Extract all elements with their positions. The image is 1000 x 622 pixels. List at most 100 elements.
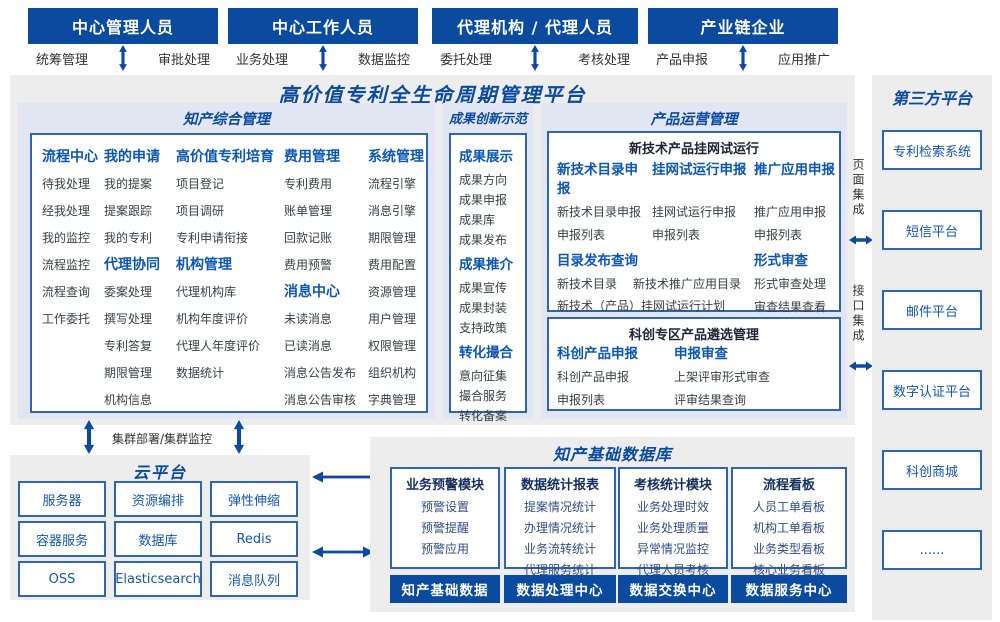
module-items: 人员工单看板机构工单看板业务类型看板核心业务看板	[733, 497, 845, 581]
group-header: 代理协同	[104, 257, 160, 273]
menu-item: 核心业务看板	[752, 563, 825, 577]
menu-item: 机构年度评价	[176, 312, 249, 326]
menu-item: 成果宣传	[459, 281, 508, 295]
page-integration-label: 页面集成	[851, 158, 865, 218]
menu-item: 专利费用	[284, 177, 333, 191]
menu-item: 人员工单看板	[752, 500, 825, 514]
menu-group: 申报审查 上架评审形式审查评审结果查询	[674, 343, 814, 412]
menu-item: 消息公告审核	[284, 393, 357, 407]
menu-item: 机构信息	[104, 393, 153, 407]
menu-item: 费用预警	[284, 258, 333, 272]
menu-item: 回款记账	[284, 231, 333, 245]
group-header: 流程中心	[42, 149, 98, 165]
box-title: 新技术产品挂网试运行	[628, 142, 759, 157]
role-right-label: 数据监控	[357, 52, 410, 68]
role-card: 中心工作人员 业务处理 数据监控	[228, 8, 418, 72]
db-module: 考核统计模块 业务处理时效业务处理质量异常情况监控代理人员考核	[618, 467, 728, 577]
menu-item: 科创产品申报	[557, 370, 630, 384]
menu-item: 我的监控	[42, 231, 91, 245]
third-party-item: 邮件平台	[882, 290, 982, 330]
role-left-label: 委托处理	[440, 52, 493, 68]
role-right-label: 审批处理	[157, 52, 210, 68]
menu-item: 我的提案	[104, 177, 153, 191]
menu-item: 代理机构库	[176, 285, 237, 299]
menu-item: 挂网试运行申报	[652, 205, 737, 219]
module-header: 流程看板	[762, 478, 815, 493]
menu-item: 申报列表	[557, 393, 606, 407]
role-right-label: 考核处理	[577, 52, 630, 68]
role-title: 代理机构 / 代理人员	[432, 8, 638, 44]
menu-item: 预警设置	[420, 500, 469, 514]
module-items: 业务处理时效业务处理质量异常情况监控代理人员考核	[620, 497, 726, 581]
group-items: 推广应用申报申报列表	[754, 201, 840, 247]
menu-item: 业务类型看板	[752, 542, 825, 556]
ip-database-panel: 知产基础数据库 业务预警模块 预警设置预警提醒预警应用 数据统计报表 提案情况统…	[370, 437, 855, 612]
menu-item: 新技术目录	[557, 277, 618, 291]
group-items: 科创产品申报申报列表	[557, 366, 667, 412]
group-items: 挂网试运行申报申报列表	[652, 201, 748, 247]
menu-item: 待我处理	[42, 177, 91, 191]
module-header: 业务预警模块	[405, 478, 484, 493]
menu-item: 转化备案	[459, 409, 508, 423]
menu-item: 形式审查处理	[754, 277, 827, 291]
box-title: 科创专区产品遴选管理	[628, 328, 759, 343]
api-integration-label: 接口集成	[851, 284, 865, 344]
left-arrow-icon	[312, 471, 374, 483]
platform-panel: 高价值专利全生命周期管理平台 知产综合管理 流程中心 待我处理经我处理我的监控流…	[10, 75, 855, 425]
group-header: 我的申请	[104, 149, 160, 165]
menu-group: 挂网试运行申报 挂网试运行申报申报列表	[652, 161, 748, 247]
section-title: 成果创新示范	[448, 112, 527, 127]
group-items: 代理机构库机构年度评价代理人年度评价数据统计	[176, 279, 282, 387]
achievement-box: 成果展示 成果方向成果申报成果库成果发布 成果推介 成果宣传成果封装支持政策 转…	[449, 133, 527, 423]
menu-item: 消息引擎	[368, 204, 417, 218]
group-items: 未读消息已读消息消息公告发布消息公告审核	[284, 306, 366, 414]
vertical-double-arrow-icon	[119, 45, 127, 71]
vertical-double-arrow-icon	[739, 45, 747, 71]
menu-item: 新技术推广应用目录	[633, 277, 742, 291]
menu-item: 流程查询	[42, 285, 91, 299]
menu-column: 系统管理 流程引擎消息引擎期限管理费用配置资源管理用户管理权限管理组织机构字典管…	[368, 144, 424, 414]
menu-item: 推广应用申报	[754, 205, 827, 219]
menu-item: 期限管理	[104, 366, 153, 380]
menu-item: 字典管理	[368, 393, 417, 407]
menu-item: 期限管理	[368, 231, 417, 245]
third-party-title: 第三方平台	[891, 89, 972, 108]
db-footer-box: 数据交换中心	[618, 575, 728, 603]
menu-item: 资源管理	[368, 285, 417, 299]
db-footer-box: 知产基础数据	[390, 575, 500, 603]
menu-item: 代理服务统计	[523, 563, 596, 577]
group-header: 新技术目录申报	[557, 162, 638, 197]
third-party-item: ......	[882, 530, 982, 570]
menu-item: 审查结果查看	[754, 300, 827, 314]
menu-item: 委案处理	[104, 285, 153, 299]
db-module: 业务预警模块 预警设置预警提醒预警应用	[390, 467, 500, 569]
ip-management-box: 流程中心 待我处理经我处理我的监控流程监控流程查询工作委托 我的申请 我的提案提…	[30, 133, 428, 413]
menu-column: 高价值专利培育 项目登记项目调研专利申请衔接 机构管理 代理机构库机构年度评价代…	[176, 144, 282, 387]
menu-item: 撰写处理	[104, 312, 153, 326]
role-title: 产业链企业	[648, 8, 838, 44]
menu-item: 项目调研	[176, 204, 225, 218]
third-party-item: 科创商城	[882, 450, 982, 490]
menu-item: 成果发布	[459, 233, 508, 247]
third-party-item: 短信平台	[882, 210, 982, 250]
third-party-item: 专利检索系统	[882, 130, 982, 170]
cloud-service-item: Redis	[210, 521, 298, 557]
group-header: 科创产品申报	[557, 346, 638, 362]
horizontal-double-arrow-icon	[849, 235, 873, 245]
cloud-service-item: 数据库	[114, 521, 202, 557]
menu-item: 成果方向	[459, 173, 508, 187]
group-items: 成果宣传成果封装支持政策	[459, 278, 513, 338]
db-footer-box: 数据服务中心	[731, 575, 847, 603]
menu-column: 费用管理 专利费用账单管理回款记账费用预警 消息中心 未读消息已读消息消息公告发…	[284, 144, 366, 414]
menu-item: 经我处理	[42, 204, 91, 218]
group-items: 待我处理经我处理我的监控流程监控流程查询工作委托	[42, 171, 102, 333]
menu-item: 申报列表	[652, 228, 701, 242]
vertical-double-arrow-icon	[83, 420, 95, 454]
menu-group: 科创产品申报 科创产品申报申报列表	[557, 343, 667, 412]
menu-item: 提案情况统计	[523, 500, 596, 514]
menu-item: 成果申报	[459, 193, 508, 207]
role-right-label: 应用推广	[777, 52, 830, 68]
role-title: 中心工作人员	[228, 8, 418, 44]
